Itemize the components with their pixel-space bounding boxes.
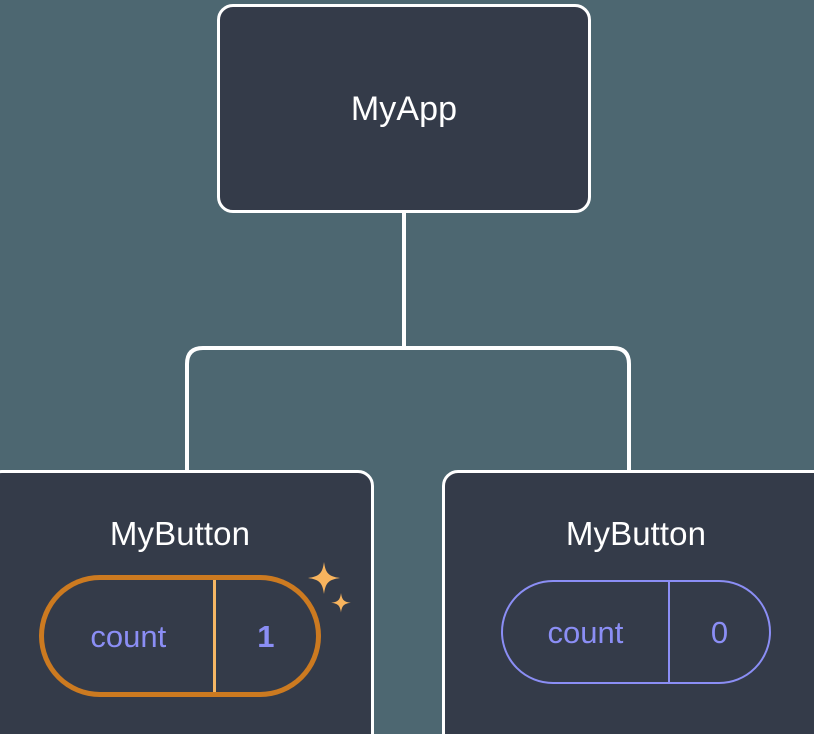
node-myapp-label: MyApp [350,89,458,128]
state-key-1: count [90,618,167,654]
connector-branch-bar [185,346,631,471]
state-pill-highlighted[interactable]: count 1 [44,580,316,692]
node-mybutton-2[interactable]: MyButton count 0 [442,470,814,734]
state-key-2: count [547,614,624,650]
state-value-1: 1 [212,580,316,692]
state-value-2: 0 [667,582,769,682]
sparkle-large-icon [308,562,340,594]
node-myapp[interactable]: MyApp [217,4,591,213]
state-pill[interactable]: count 0 [501,580,771,684]
sparkle-small-icon [331,593,351,613]
node-mybutton-1[interactable]: MyButton count 1 [0,470,374,734]
node-mybutton-1-label: MyButton [109,515,251,552]
node-mybutton-2-label: MyButton [565,515,707,552]
state-pill-wrapper-2: count 0 [501,580,771,684]
state-pill-wrapper-1: count 1 [44,562,351,692]
